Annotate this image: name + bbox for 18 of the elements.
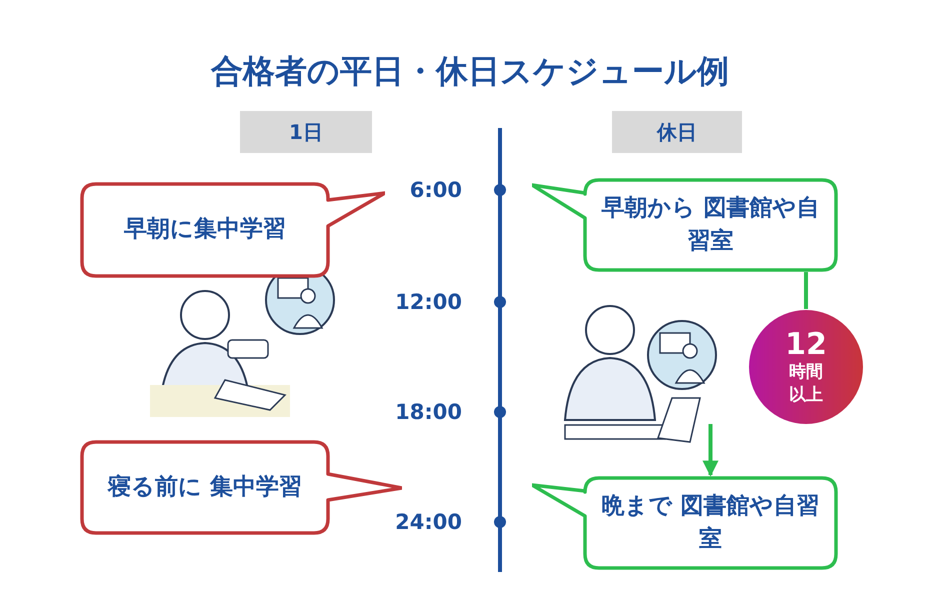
speech-bubble	[532, 476, 838, 570]
bubble-text: 早朝から 図書館や自習室	[601, 194, 820, 256]
time-label: 12:00	[394, 290, 462, 314]
speech-bubble	[80, 182, 385, 278]
column-header: 1日	[240, 111, 372, 153]
badge-text: 時間以上	[788, 361, 824, 406]
title: 合格者の平日・休日スケジュール例	[210, 51, 730, 92]
time-label: 6:00	[408, 178, 462, 202]
badge-number: 12	[785, 328, 827, 362]
bubble-text: 早朝に集中学習	[124, 215, 286, 244]
bubble-text: 寝る前に 集中学習	[108, 472, 302, 502]
arrow	[702, 424, 718, 477]
connector-line	[804, 272, 808, 309]
column-header: 休日	[612, 111, 742, 153]
time-label: 18:00	[394, 400, 462, 424]
time-label: 24:00	[394, 510, 462, 534]
bubble-text: 晩まで 図書館や自習室	[601, 492, 820, 554]
speech-bubble	[532, 178, 838, 272]
